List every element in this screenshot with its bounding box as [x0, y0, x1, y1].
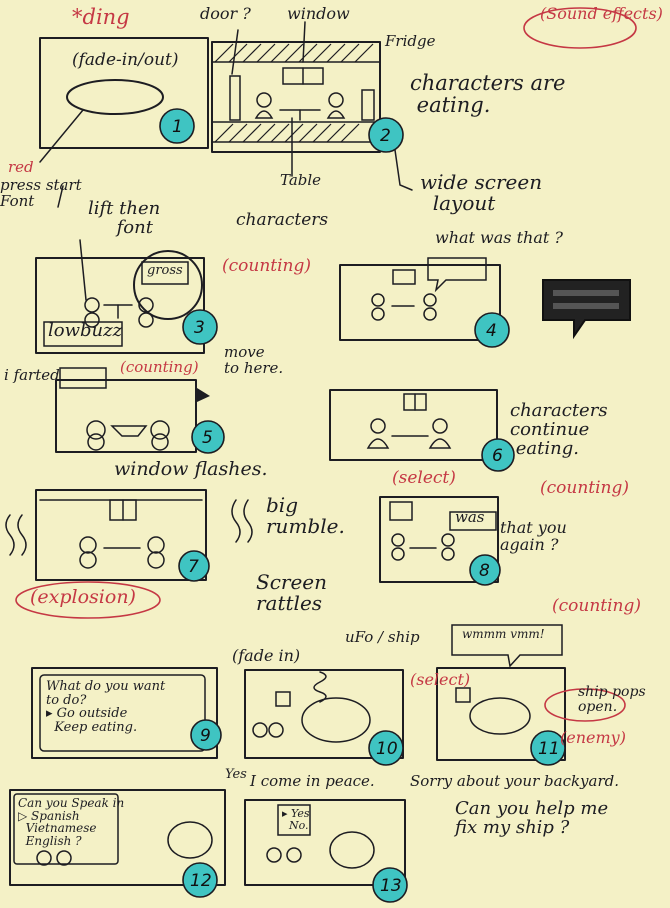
- svg-text:12: 12: [190, 871, 212, 891]
- annotation-door: door ?: [200, 4, 251, 23]
- panel-13: 13: [244, 799, 408, 903]
- door-shape: [229, 75, 241, 121]
- annotation-press-start-font: press start Font: [0, 176, 82, 210]
- annotation-counting-3: (counting): [222, 256, 312, 276]
- panel-2: 2: [211, 21, 413, 191]
- svg-text:4: 4: [486, 321, 497, 341]
- annotation-characters-continue-eating: characters continue eating.: [510, 400, 608, 459]
- svg-text:8: 8: [479, 561, 490, 581]
- svg-text:6: 6: [492, 446, 503, 466]
- panel-12-dialogue: Can you Speak in ▷ Spanish Vietnamese En…: [18, 796, 125, 848]
- annotation-fridge: Fridge: [385, 32, 436, 50]
- sound-effect-bubble-icon: [542, 279, 631, 340]
- annotation-what-was-that: what was that ?: [435, 228, 563, 247]
- annotation-counting-11: (counting): [552, 596, 642, 616]
- annotation-explosion: (explosion): [30, 586, 136, 608]
- annotation-characters: characters: [236, 210, 329, 230]
- annotation-widescreen-layout: wide screen layout: [420, 170, 543, 215]
- annotation-ship-pops-open: ship pops open.: [578, 684, 646, 715]
- panel-9: 9: [31, 667, 222, 759]
- panel-4: 4: [339, 257, 510, 348]
- svg-text:10: 10: [376, 739, 398, 759]
- annotation-wmmm: wmmm vmm!: [462, 627, 545, 641]
- panel-13-options: ▸ Yes No.: [282, 807, 310, 832]
- panel-5: 5: [55, 367, 225, 454]
- panel-1: 1: [39, 37, 209, 208]
- svg-text:2: 2: [380, 126, 391, 146]
- annotation-window-flashes: window flashes.: [114, 458, 268, 480]
- press-start-oval: [66, 79, 164, 115]
- annotation-counting-8: (counting): [540, 478, 630, 498]
- annotation-ding: *ding: [72, 5, 130, 29]
- annotation-counting-5: (counting): [120, 358, 199, 376]
- annotation-lift-then-font: lift then font: [88, 198, 161, 238]
- svg-text:13: 13: [380, 876, 402, 896]
- speech-bubble: [141, 261, 189, 285]
- annotation-i-come-in-peace: I come in peace.: [250, 772, 375, 790]
- svg-text:3: 3: [194, 318, 205, 338]
- annotation-lowbuzz: lowbuzz: [48, 320, 123, 341]
- annotation-select-8: (select): [392, 468, 456, 488]
- annotation-sorry-about-your-backyard: Sorry about your backyard.: [410, 772, 620, 790]
- panel-3: 3: [35, 239, 218, 354]
- svg-text:5: 5: [202, 428, 213, 448]
- annotation-red-font: red: [8, 158, 34, 176]
- panel-8: 8: [379, 496, 501, 586]
- svg-text:7: 7: [188, 557, 199, 577]
- panel-11: 11: [436, 624, 566, 766]
- svg-text:9: 9: [200, 726, 211, 746]
- panel-6: 6: [329, 389, 515, 472]
- annotation-window: window: [287, 4, 350, 23]
- annotation-sound-effects: (Sound effects): [540, 4, 663, 23]
- panel-number: 1: [172, 117, 183, 137]
- annotation-yes: Yes: [225, 767, 247, 782]
- panel-9-menu-text: What do you want to do? ▸ Go outside Kee…: [46, 679, 166, 735]
- fridge-shape: [361, 89, 375, 121]
- annotation-big-rumble: big rumble.: [266, 493, 345, 538]
- annotation-screen-rattles: Screen rattles: [256, 570, 328, 615]
- annotation-select-11: (select): [410, 670, 471, 689]
- annotation-fade-in-out: (fade-in/out): [72, 50, 179, 70]
- panel-12: 12: [9, 789, 226, 898]
- annotation-was: was: [455, 508, 485, 526]
- annotation-that-you-again: that you again ?: [500, 518, 567, 554]
- annotation-enemy: (enemy): [560, 728, 626, 747]
- annotation-i-farted: i farted: [4, 366, 60, 384]
- annotation-fade-in: (fade in): [232, 646, 301, 665]
- annotation-gross: gross: [147, 263, 183, 278]
- svg-text:11: 11: [538, 739, 560, 759]
- annotation-table: Table: [280, 171, 322, 189]
- annotation-can-you-help-me-fix-my-ship: Can you help me fix my ship ?: [455, 798, 609, 838]
- panel-10: 10: [244, 669, 404, 766]
- annotation-ufo-ship: uFo / ship: [345, 628, 420, 646]
- panel-7: 7: [5, 489, 253, 582]
- annotation-characters-eating: characters are eating.: [410, 71, 566, 118]
- panel-number-badge: [159, 108, 195, 144]
- annotation-move-to-here: move to here.: [224, 343, 284, 377]
